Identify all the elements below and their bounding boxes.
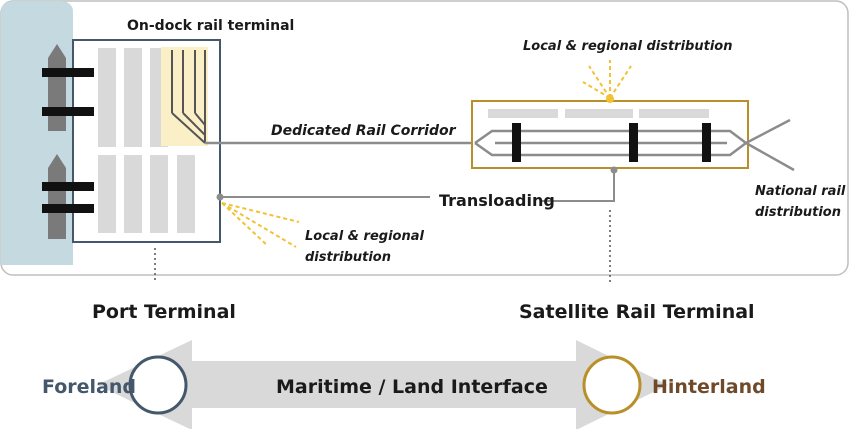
container-storage-upper — [98, 48, 168, 147]
crane-icon — [42, 68, 94, 77]
ship-icon — [48, 154, 66, 239]
crane-icon — [42, 182, 94, 191]
crane-icon — [42, 204, 94, 213]
on-dock-rail-tracks — [171, 50, 206, 144]
transloading-node — [610, 166, 618, 174]
national-rail-label-2: distribution — [755, 205, 841, 220]
local-distribution-bottom-label-1: Local & regional — [305, 229, 424, 244]
container-storage-lower — [98, 155, 195, 233]
ship-icon — [48, 44, 66, 131]
port-terminal-label: Port Terminal — [92, 301, 236, 323]
national-rail-label-1: National rail — [755, 184, 846, 199]
hinterland-label: Hinterland — [652, 376, 766, 398]
local-distribution-bottom-label-2: distribution — [305, 250, 391, 265]
satellite-storage — [488, 109, 709, 118]
on-dock-rail-label: On-dock rail terminal — [127, 18, 294, 34]
satellite-crane-icon — [512, 123, 711, 162]
foreland-label: Foreland — [42, 376, 136, 398]
distribution-sunburst-icon — [221, 202, 300, 248]
dedicated-rail-corridor-label: Dedicated Rail Corridor — [271, 123, 457, 139]
local-distribution-top-label: Local & regional distribution — [523, 39, 732, 54]
hinterland-circle — [582, 355, 642, 415]
transloading-label: Transloading — [439, 191, 555, 210]
maritime-land-interface-label: Maritime / Land Interface — [276, 376, 548, 398]
transloading-line-right — [542, 170, 615, 202]
satellite-rail-tracks — [474, 118, 795, 172]
crane-icon — [42, 107, 94, 116]
transloading-node — [216, 193, 224, 201]
satellite-terminal-label: Satellite Rail Terminal — [519, 301, 755, 323]
distribution-sunburst-icon — [582, 60, 632, 99]
distribution-node — [606, 95, 614, 103]
water-area-top — [1, 1, 73, 21]
foreland-circle — [128, 355, 188, 415]
interface-double-arrow — [97, 340, 668, 429]
